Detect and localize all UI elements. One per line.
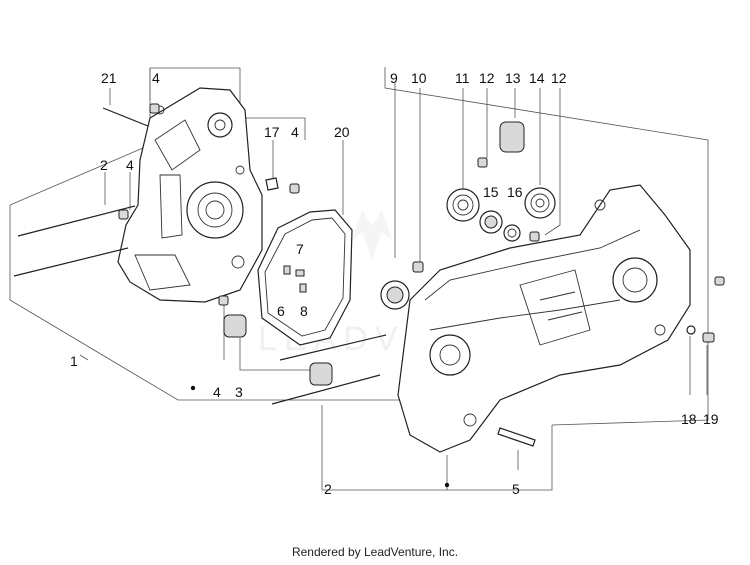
callout-8: 8: [300, 303, 308, 319]
callout-18: 18: [681, 411, 697, 427]
callout-17: 17: [264, 124, 280, 140]
studs: [13, 107, 536, 447]
callout-21: 21: [101, 70, 117, 86]
small-parts: [118, 103, 725, 386]
callout-9: 9: [390, 70, 398, 86]
callout-16: 16: [507, 184, 523, 200]
callout-12: 12: [479, 70, 495, 86]
callout-4: 4: [213, 384, 221, 400]
callout-13: 13: [505, 70, 521, 86]
callout-15: 15: [483, 184, 499, 200]
bearings: [380, 187, 556, 310]
callout-19: 19: [703, 411, 719, 427]
callout-10: 10: [411, 70, 427, 86]
callout-5: 5: [512, 481, 520, 497]
left-crankcase-half: [117, 87, 263, 303]
callout-6: 6: [277, 303, 285, 319]
callout-3: 3: [235, 384, 243, 400]
callout-1: 1: [70, 353, 78, 369]
callout-4: 4: [152, 70, 160, 86]
callout-4: 4: [291, 124, 299, 140]
callout-2: 2: [100, 157, 108, 173]
callout-11: 11: [455, 70, 470, 86]
callout-2: 2: [324, 481, 332, 497]
right-crankcase-half: [397, 184, 691, 453]
crankcase-gasket: [257, 209, 353, 346]
callout-labels: 1 2 2 3 4 4 4 4 4 5 6 7 8 9 10 11 12 12 …: [70, 70, 719, 497]
callout-12: 12: [551, 70, 567, 86]
callout-20: 20: [334, 124, 350, 140]
callout-14: 14: [529, 70, 545, 86]
callout-7: 7: [296, 241, 304, 257]
footer-credit: Rendered by LeadVenture, Inc.: [291, 545, 459, 559]
callout-4: 4: [126, 157, 134, 173]
